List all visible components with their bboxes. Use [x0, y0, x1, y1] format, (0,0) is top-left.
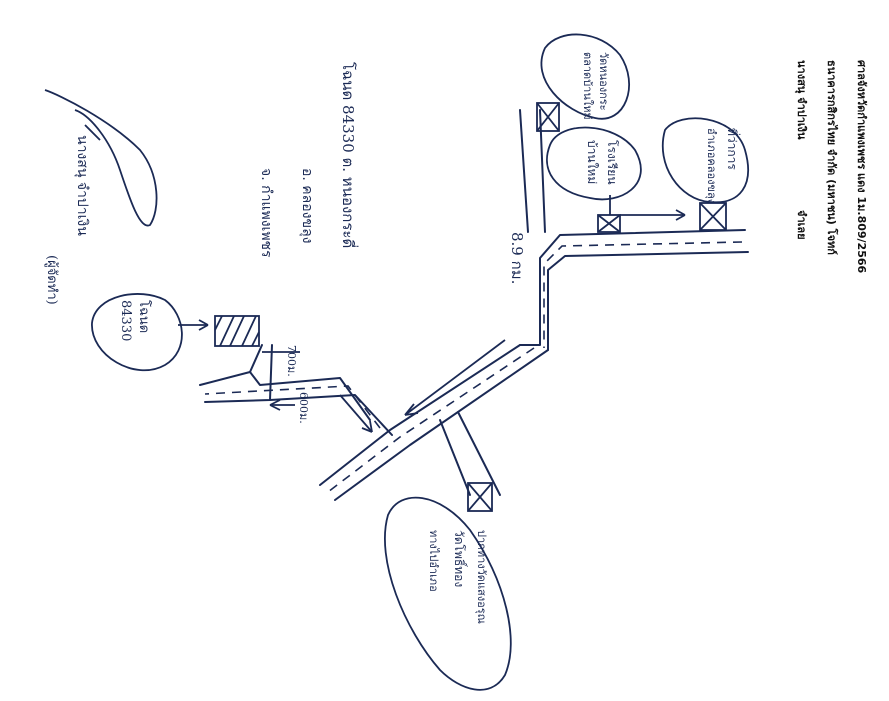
marker-temple: [536, 102, 560, 132]
bubble-right: [661, 117, 749, 204]
plot-title-label: โฉนด 84330 ต. หนองกระดี่: [339, 62, 359, 248]
bubbles: [91, 33, 749, 691]
signature-role: (ผู้จัดทำ): [44, 255, 59, 305]
header-line-3-suffix: จำเลย: [795, 210, 808, 240]
road-centerlines: [204, 241, 743, 493]
marker-school: [597, 214, 621, 233]
distance-main-label: 8.9 กม.: [508, 232, 526, 284]
road-network: [199, 109, 749, 501]
plot-province-label: จ. กำแพงเพชร: [258, 168, 274, 258]
printed-header-3: นางสนุ จำปาเงิน จำเลย: [794, 60, 808, 240]
marker-plot: [214, 315, 260, 347]
arrow-branch: [339, 394, 373, 433]
bubble-top-line-1: วัดหนองกระ: [597, 52, 610, 111]
printed-header-2: ธนาคารกสิกรไทย จำกัด (มหาชน) โจทก์: [825, 60, 839, 255]
road-right-vertical-1: [519, 109, 529, 233]
road-to-plot-2: [269, 344, 273, 401]
header-line-2: ธนาคารกสิกรไทย จำกัด (มหาชน) โจทก์: [825, 60, 839, 255]
bubble-bottom-line-3: ทางไปอำเภอ: [427, 530, 440, 592]
marker-lower-junction: [467, 482, 493, 512]
bubble-right-line-1: ที่ว่าการ: [725, 128, 741, 170]
plot-subdistrict-label: อ. คลองขลุง: [299, 168, 315, 243]
bubble-top-line-2: ตลาดบ้านใหม่: [581, 52, 594, 120]
road-diagonal-lower: [334, 349, 549, 501]
road-lower-branch-2: [457, 411, 501, 496]
signature: [44, 89, 158, 227]
bubble-plot: [91, 293, 183, 372]
marker-district-office: [699, 202, 727, 231]
header-line-1: ศาลจังหวัดกำแพงเพชร แดง 1ม.809/2566: [855, 60, 868, 274]
direction-arrows: [178, 195, 686, 433]
bubble-top: [540, 33, 630, 120]
distance-branch-2-label: 600ม.: [297, 392, 310, 424]
arrow-main-road: [404, 339, 506, 416]
bubble-bottom-line-2: วัดโพธิ์ทอง: [452, 530, 468, 587]
bubble-bottom-line-1: ปากทางวัดแสงอรุณ: [475, 530, 488, 624]
plot-bubble-line-2: 84330: [118, 300, 133, 341]
road-lower-branch-1: [439, 419, 471, 496]
header-line-3: นางสนุ จำปาเงิน: [794, 60, 808, 140]
bubble-bottom: [384, 496, 512, 691]
road-to-plot-1: [249, 344, 263, 373]
bubble-right-line-2: อำเภอคลองขลุง: [705, 128, 718, 204]
plot-bubble-line-1: โฉนด: [136, 300, 152, 333]
road-branch-lower: [204, 394, 393, 436]
printed-header: ศาลจังหวัดกำแพงเพชร แดง 1ม.809/2566: [855, 60, 868, 274]
signature-name: นางสนุ จำปาเงิน: [74, 135, 90, 236]
road-branch-upper: [199, 371, 371, 421]
bubble-mid-line-1: โรงเรียน: [605, 140, 619, 185]
bubble-mid-line-2: บ้านใหม่: [585, 140, 599, 184]
road-top-right-edge: [519, 229, 746, 346]
distance-branch-1-label: 700ม.: [285, 345, 298, 377]
bubble-mid: [546, 126, 642, 201]
road-right-vertical-2: [539, 109, 546, 233]
road-top-left-edge: [547, 251, 749, 351]
road-diagonal-upper: [319, 344, 521, 486]
building-markers: [214, 102, 727, 512]
